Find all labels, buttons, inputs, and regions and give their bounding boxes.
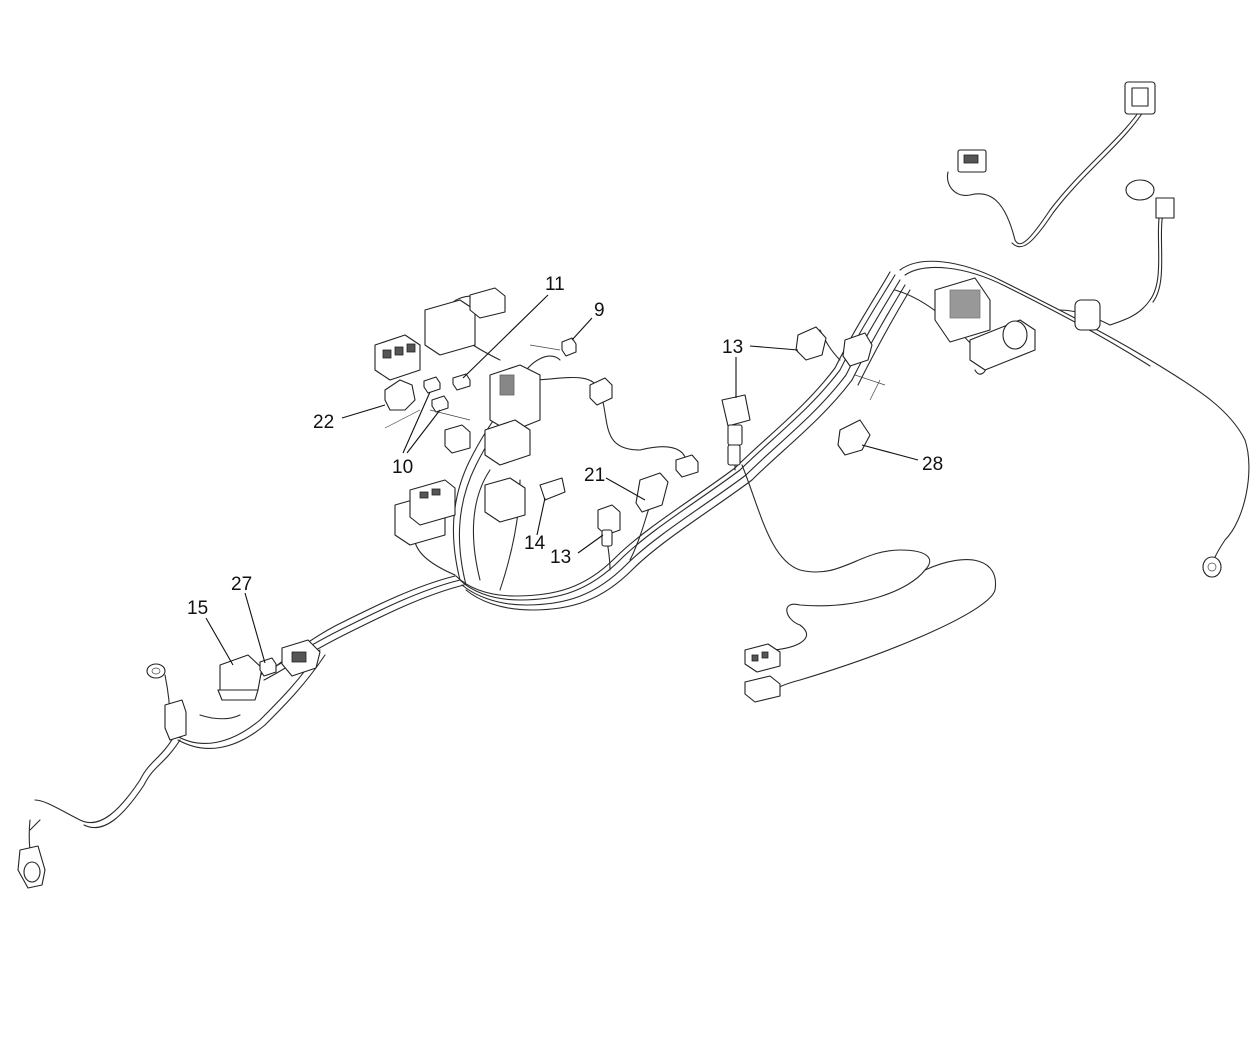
leader-11 (462, 294, 549, 379)
right-junction-area (894, 260, 1250, 578)
callout-15: 15 (187, 598, 208, 619)
leader-10a (402, 391, 431, 454)
leader-22 (341, 404, 386, 419)
callout-leaders (205, 294, 919, 666)
center-relay-cluster (374, 287, 699, 591)
callout-22: 22 (313, 412, 334, 433)
callout-13-upper: 13 (722, 337, 743, 358)
callout-10: 10 (392, 457, 413, 478)
upper-right-harness-branch (946, 81, 1175, 326)
leader-13a (749, 345, 799, 351)
leader-13b (577, 534, 604, 554)
leader-14 (536, 497, 546, 536)
callout-14: 14 (524, 533, 546, 554)
leader-9 (571, 317, 593, 341)
leader-15 (205, 617, 234, 666)
callout-13-lower: 13 (550, 547, 571, 568)
callout-21: 21 (584, 465, 605, 486)
callout-9: 9 (594, 300, 605, 321)
leader-10b (406, 409, 441, 454)
callout-labels: 11 9 13 22 10 28 21 14 13 27 15 (187, 274, 943, 619)
callout-27: 27 (231, 574, 252, 595)
callout-28: 28 (922, 454, 943, 475)
callout-11: 11 (545, 274, 565, 295)
middle-branches (597, 326, 997, 703)
leader-21 (605, 477, 646, 501)
leader-28 (861, 444, 919, 461)
left-harness-branch (17, 575, 465, 889)
leader-27 (244, 592, 266, 664)
